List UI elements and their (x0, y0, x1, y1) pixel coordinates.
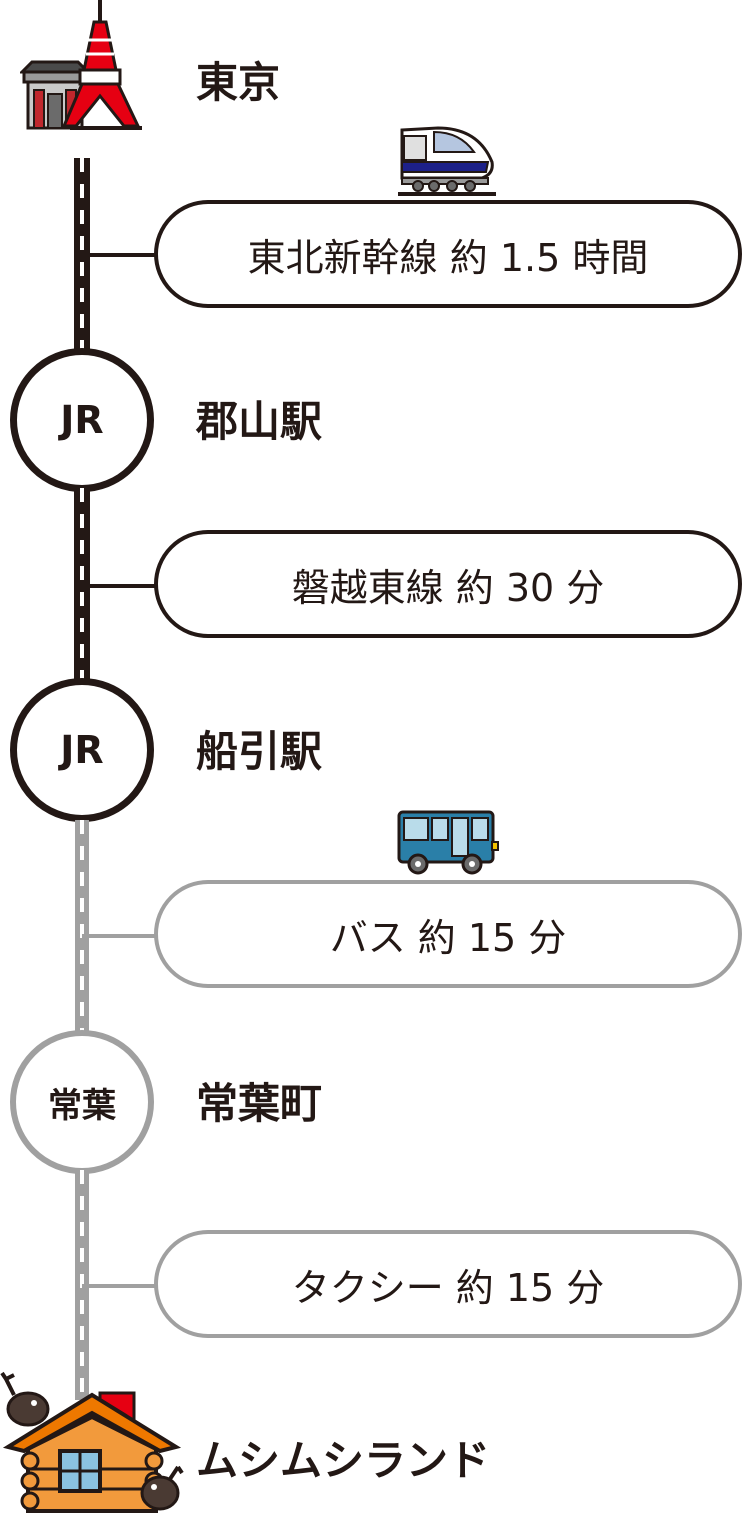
track-connector (82, 253, 156, 257)
jr-badge: JR (60, 398, 104, 442)
station-node-funehiki: JR (10, 678, 154, 822)
log-cabin-icon (0, 1371, 184, 1513)
origin-station-name: 東京 (196, 58, 281, 107)
bus-icon (397, 810, 499, 875)
segment-ban-etsu-east-line: 磐越東線 約 30 分 (154, 530, 742, 638)
segment-label: タクシー 約 15 分 (291, 1265, 605, 1310)
segment-label: バス 約 15 分 (329, 915, 567, 960)
segment-taxi: タクシー 約 15 分 (154, 1230, 742, 1338)
rail-track (74, 158, 90, 358)
station-node-tokiwa: 常葉 (10, 1030, 154, 1174)
station-node-koriyama: JR (10, 348, 154, 492)
segment-label: 東北新幹線 約 1.5 時間 (247, 235, 649, 280)
shinkansen-icon (398, 126, 496, 196)
segment-bus: バス 約 15 分 (154, 880, 742, 988)
station-name-tokiwa: 常葉町 (196, 1079, 323, 1128)
station-name-funehiki: 船引駅 (196, 727, 323, 776)
segment-label: 磐越東線 約 30 分 (291, 565, 605, 610)
road-track (75, 820, 89, 1034)
track-connector (82, 584, 156, 588)
track-connector (82, 934, 156, 938)
jr-badge: JR (60, 728, 104, 772)
segment-shinkansen: 東北新幹線 約 1.5 時間 (154, 200, 742, 308)
destination-name: ムシムシランド (196, 1436, 491, 1485)
tokyo-landmark-icon (20, 0, 142, 130)
station-name-koriyama: 郡山駅 (196, 397, 323, 446)
track-connector (82, 1284, 156, 1288)
tokiwa-badge: 常葉 (48, 1085, 116, 1126)
